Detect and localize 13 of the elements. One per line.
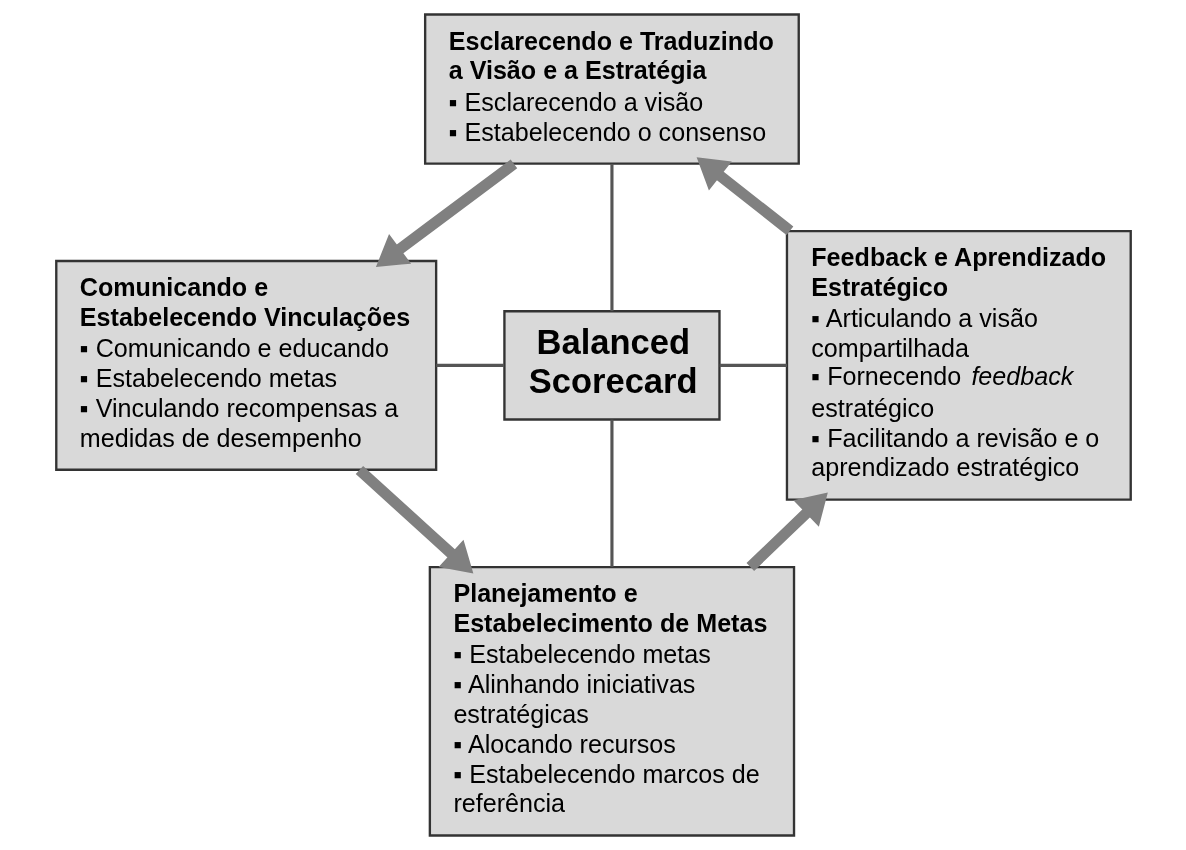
node-box: Esclarecendo e Traduzindo a Visão e a Estratégia ▪ Esclarecendo a visão ▪ Estabelecendo o consenso	[423, 13, 800, 165]
arrow	[375, 159, 517, 267]
connector	[609, 419, 613, 567]
arrow	[355, 465, 473, 574]
node-box: Planejamento e Estabelecimento de Metas ▪ Estabelecendo metas ▪ Alinhando iniciativas estratégicas ▪ Alocando recursos ▪ Estabelecendo marcos de referência	[428, 565, 795, 837]
connector	[719, 363, 787, 367]
arrow	[746, 492, 828, 571]
connector	[609, 163, 613, 312]
node-box: Comunicando e Estabelecendo Vinculações ▪ Comunicando e educando ▪ Estabelecendo metas ▪ Vinculando recompensas a medidas de desempenho	[54, 259, 437, 471]
connector	[435, 363, 504, 367]
arrow	[696, 157, 793, 236]
node-box: Balanced Scorecard	[502, 310, 721, 421]
node-box: Feedback e Aprendizado Estratégico ▪ Articulando a visão compartilhada ▪ Fornecendo feedback estratégico ▪ Facilitando a revisão e o aprendizado estratégico	[785, 229, 1132, 501]
